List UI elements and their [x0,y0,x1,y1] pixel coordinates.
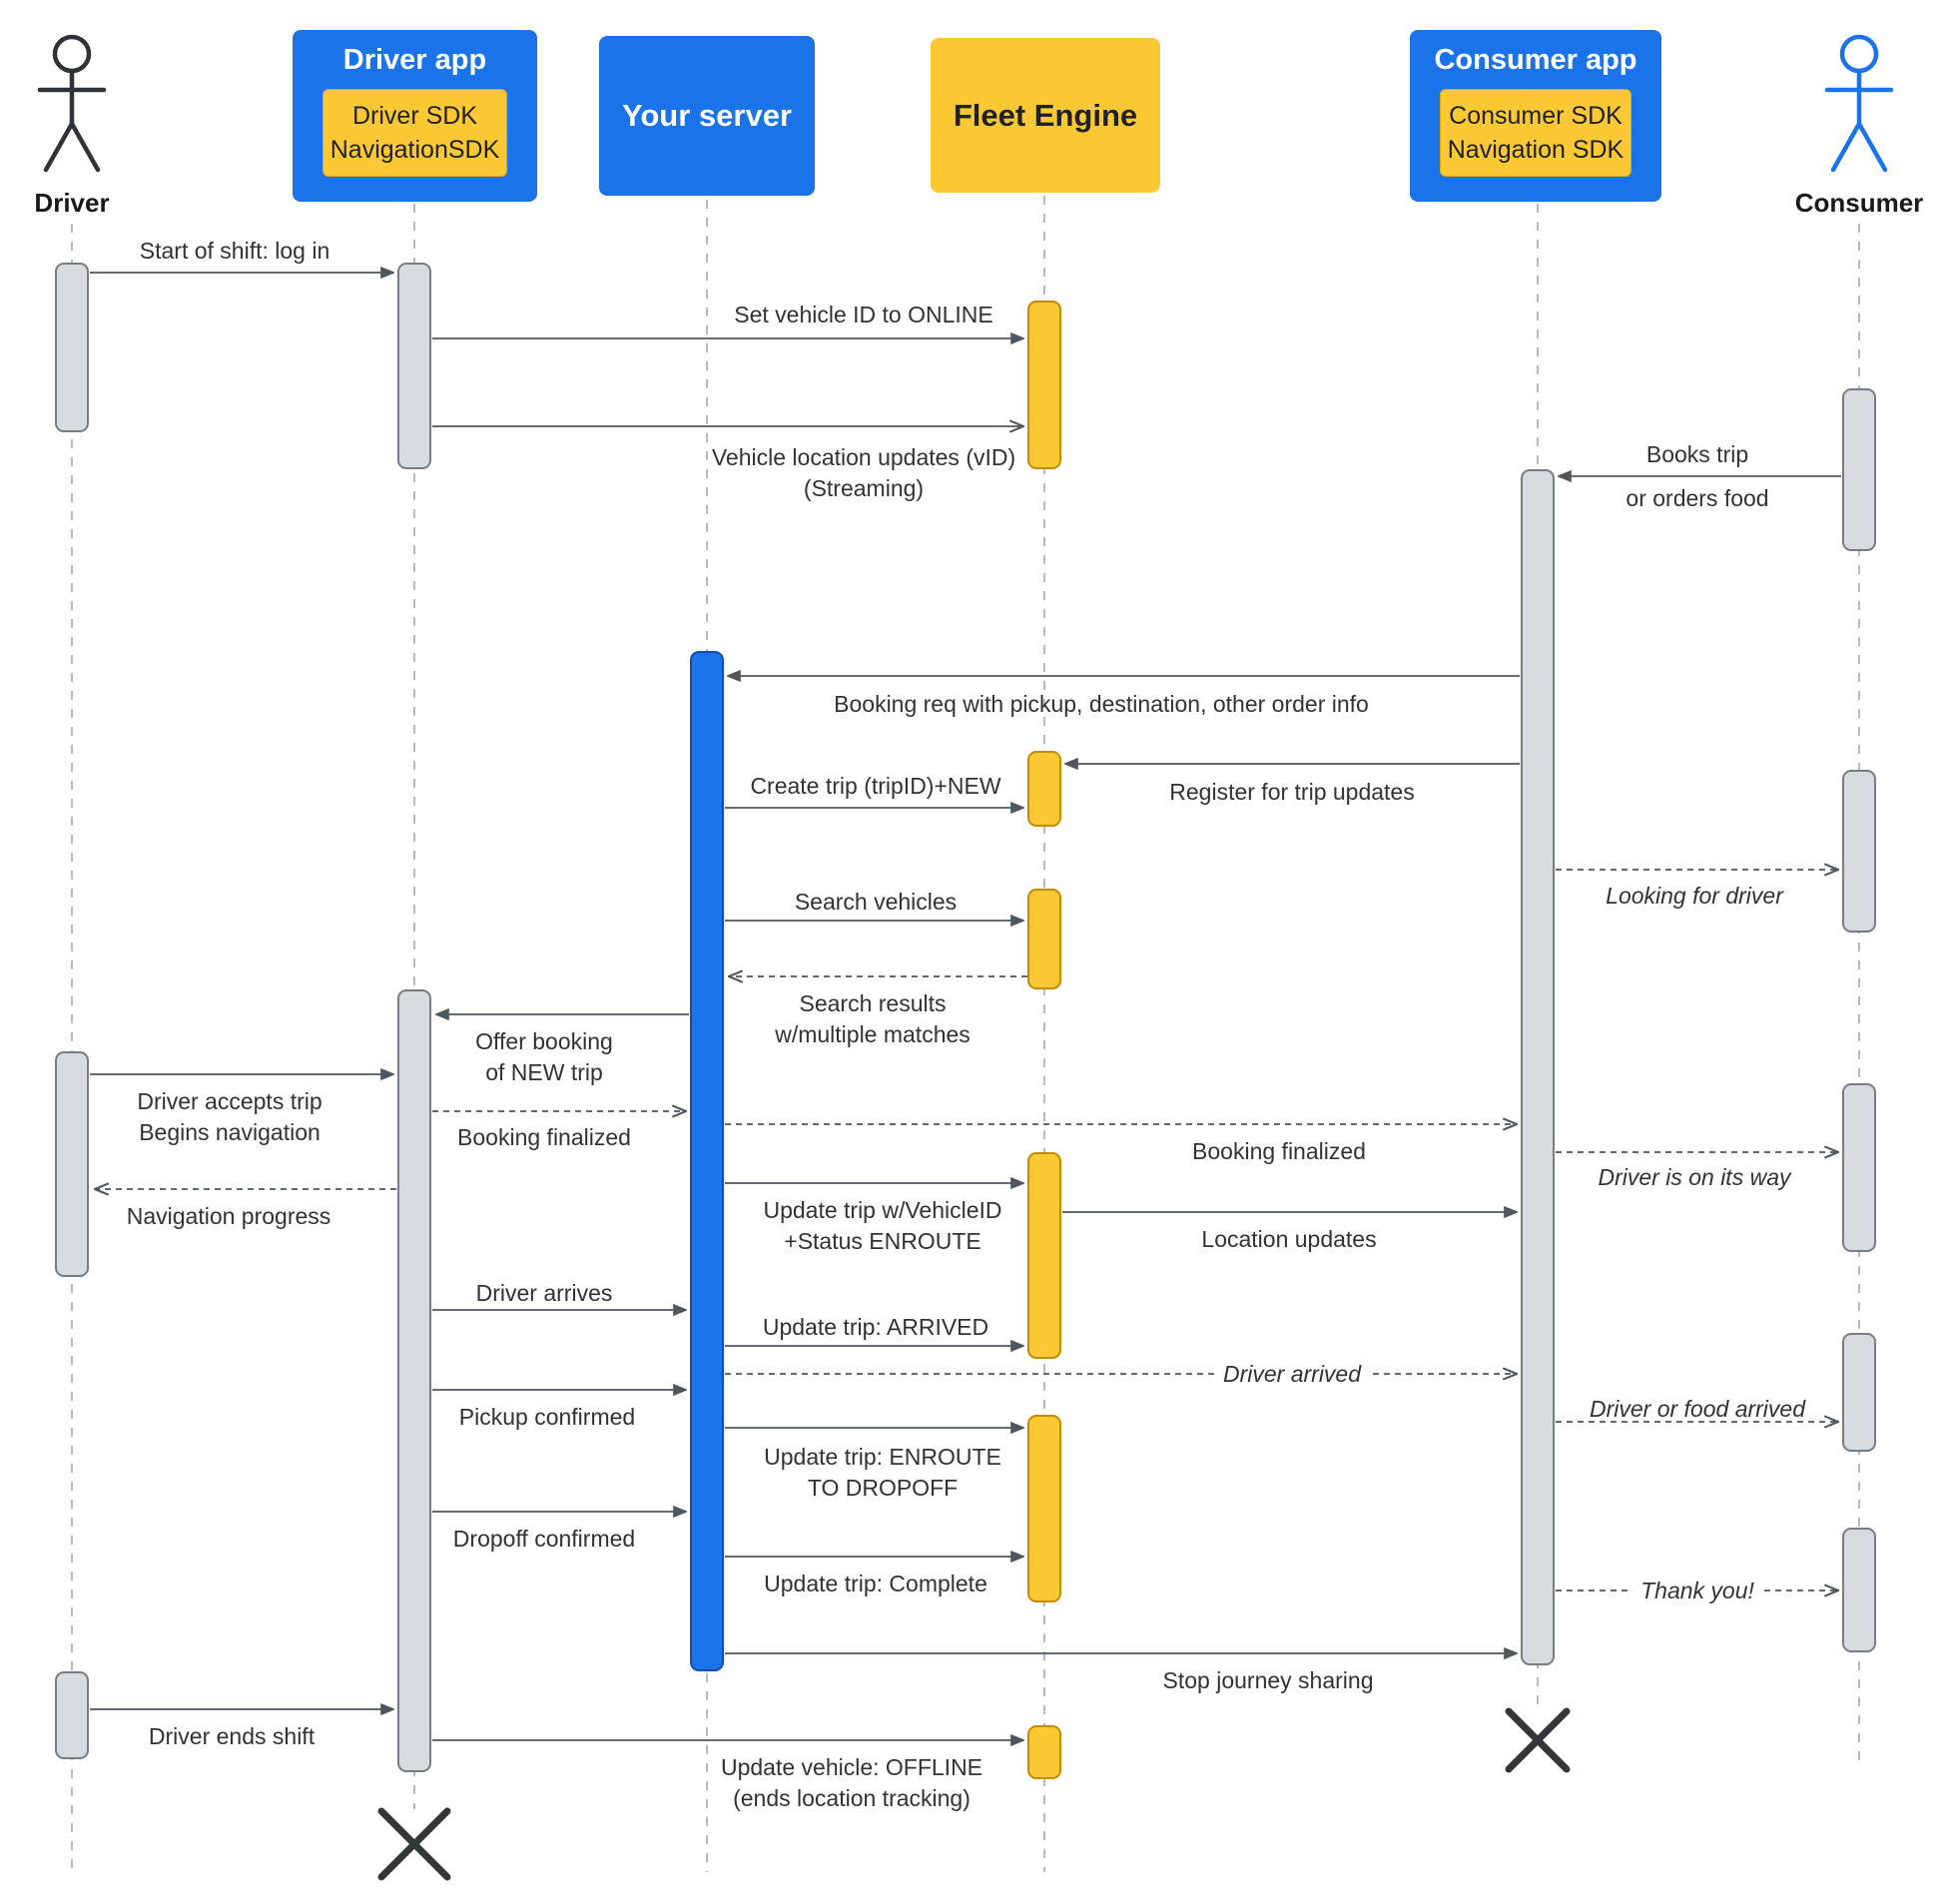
your-server-activation [690,651,724,1671]
participant-consumer-app: Consumer app Consumer SDK Navigation SDK [1410,30,1661,202]
msg-location-updates: Location updates [1201,1226,1377,1252]
msg-navigation-progress: Navigation progress [126,1203,331,1229]
msg-search-results: Search results w/multiple matches [775,990,971,1047]
consumer-app-activation [1521,469,1555,1665]
fleet-engine-activation-6 [1027,1725,1061,1779]
driver-app-activation-2 [397,989,431,1772]
fleet-engine-activation-2 [1027,751,1061,827]
msg-update-trip-enroute: Update trip w/VehicleID +Status ENROUTE [763,1197,1002,1254]
msg-stop-journey-sharing: Stop journey sharing [1162,1667,1374,1693]
consumer-actor-label: Consumer [1794,188,1924,218]
fleet-engine-activation-3 [1027,889,1061,989]
terminations [377,1707,1571,1881]
fleet-engine-activation-4 [1027,1152,1061,1359]
msg-driver-on-way: Driver is on its way [1598,1164,1791,1190]
msg-update-vehicle-offline: Update vehicle: OFFLINE (ends location t… [720,1754,983,1811]
msg-booking-finalized-right: Booking finalized [1192,1138,1366,1164]
driver-activation-1 [55,263,89,432]
msg-driver-arrived: Driver arrived [1214,1359,1370,1390]
driver-app-activation-1 [397,263,431,469]
msg-driver-ends-shift: Driver ends shift [148,1723,316,1749]
driver-activation-2 [55,1051,89,1277]
consumer-app-title: Consumer app [1434,44,1637,76]
msg-update-trip-complete: Update trip: Complete [764,1571,987,1596]
consumer-app-sdk-box: Consumer SDK Navigation SDK [1440,89,1631,177]
msg-booking-finalized-left: Booking finalized [457,1124,631,1150]
msg-update-enroute-dropoff: Update trip: ENROUTE TO DROPOFF [764,1444,1001,1501]
driver-app-sdk-box: Driver SDK NavigationSDK [323,89,507,177]
msg-create-trip: Create trip (tripID)+NEW [750,773,1001,799]
msg-start-shift: Start of shift: log in [139,238,330,264]
msg-register-trip-updates: Register for trip updates [1169,779,1415,805]
msg-pickup-confirmed: Pickup confirmed [458,1404,636,1430]
dashed-messages [95,870,1838,1590]
driver-actor-icon [37,34,107,173]
fleet-engine-activation-1 [1027,301,1061,469]
msg-search-vehicles: Search vehicles [794,889,958,915]
msg-driver-food-arrived: Driver or food arrived [1589,1396,1806,1422]
solid-messages [90,273,1841,1740]
msg-books-trip-line1: Books trip [1645,441,1749,467]
participant-your-server: Your server [599,36,815,196]
msg-thank-you: Thank you! [1632,1576,1762,1606]
msg-vehicle-location-updates: Vehicle location updates (vID) (Streamin… [711,444,1016,501]
consumer-activation-4 [1842,1333,1876,1452]
consumer-activation-5 [1842,1528,1876,1652]
msg-update-trip-arrived: Update trip: ARRIVED [762,1314,989,1340]
msg-booking-req: Booking req with pickup, destination, ot… [834,691,1369,717]
msg-offer-booking: Offer booking of NEW trip [475,1028,613,1085]
driver-app-title: Driver app [342,44,487,76]
driver-activation-3 [55,1671,89,1759]
consumer-actor-icon [1824,34,1894,173]
msg-looking-for-driver: Looking for driver [1606,883,1783,909]
consumer-activation-2 [1842,770,1876,933]
msg-driver-arrives: Driver arrives [475,1280,613,1306]
participant-fleet-engine: Fleet Engine [931,38,1160,193]
driver-actor-label: Driver [34,188,110,218]
fleet-engine-activation-5 [1027,1415,1061,1602]
fleet-engine-title: Fleet Engine [953,97,1138,133]
msg-dropoff-confirmed: Dropoff confirmed [452,1526,636,1552]
consumer-activation-1 [1842,388,1876,551]
participant-driver-app: Driver app Driver SDK NavigationSDK [293,30,537,202]
msg-books-trip-line2: or orders food [1626,485,1769,511]
msg-driver-accepts: Driver accepts trip Begins navigation [137,1088,323,1145]
your-server-title: Your server [621,98,792,133]
msg-set-vehicle-online: Set vehicle ID to ONLINE [734,302,993,327]
consumer-activation-3 [1842,1083,1876,1252]
